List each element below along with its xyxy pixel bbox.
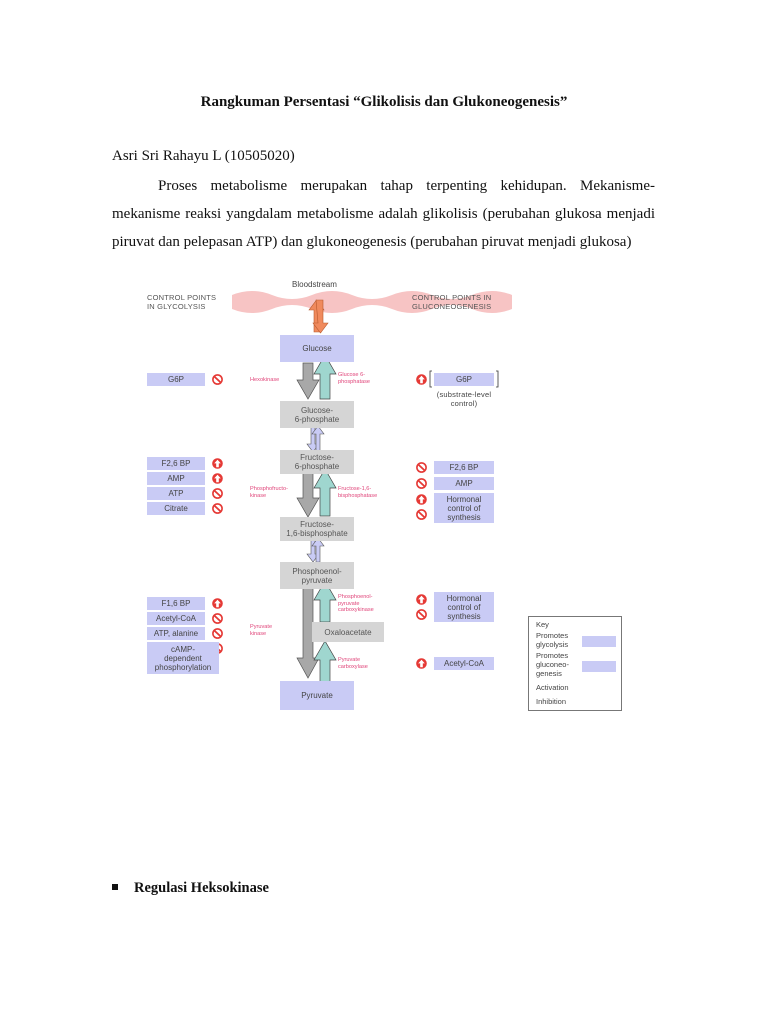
left-reg-acetylcoa: Acetyl-CoA — [147, 612, 205, 625]
isomerase-arrow-1b — [311, 425, 325, 453]
metabolite-pep: Phosphoenol-pyruvate — [280, 562, 354, 589]
glucose-transport-arrow-down — [312, 299, 329, 334]
metabolite-glucose: Glucose — [280, 335, 354, 362]
right-reg-f26bp: F2,6 BP — [434, 461, 494, 474]
arrow-f16bp-to-f6p — [313, 468, 337, 517]
inhibition-icon — [415, 508, 428, 520]
left-reg-f26bp: F2,6 BP — [147, 457, 205, 470]
header-line: GLUCONEOGENESIS — [412, 302, 492, 311]
bloodstream-band — [232, 291, 512, 313]
enzyme-pfk: Phosphofructo-kinase — [250, 486, 288, 499]
header-line: CONTROL POINTS IN — [412, 293, 492, 302]
key-activation: Activation — [536, 683, 569, 692]
isomerase-arrow-2b — [311, 537, 325, 563]
inhibition-icon — [415, 609, 428, 620]
left-reg-g6p: G6P — [147, 373, 205, 386]
key-title: Key — [536, 620, 549, 629]
arrow-pyruvate-to-oaa — [313, 640, 337, 683]
author-line: Asri Sri Rahayu L (10505020) — [112, 148, 295, 164]
arrow-oaa-to-pep — [313, 580, 337, 623]
bracket-left — [429, 370, 432, 388]
activation-icon — [212, 473, 223, 484]
bullet-label: Regulasi Heksokinase — [134, 880, 269, 896]
inhibition-icon — [415, 477, 428, 490]
header-line: IN GLYCOLYSIS — [147, 302, 206, 311]
glycolysis-gluconeogenesis-diagram: Bloodstream CONTROL POINTS IN GLYCOLYSIS… — [140, 276, 640, 716]
enzyme-g6pase: Glucose 6-phosphatase — [338, 372, 371, 385]
bullet-item: Regulasi Heksokinase — [112, 880, 269, 897]
enzyme-fbpase: Fructose-1,6-bisphosphatase — [338, 486, 378, 499]
left-reg-amp: AMP — [147, 472, 205, 485]
key-glycolysis-swatch — [582, 636, 616, 647]
inhibition-icon — [211, 613, 224, 624]
activation-icon — [212, 598, 223, 609]
left-reg-atp: ATP — [147, 487, 205, 500]
inhibition-icon — [211, 487, 224, 500]
metabolite-f6p: Fructose-6-phosphate — [280, 450, 354, 474]
activation-icon — [416, 594, 427, 605]
key-inhibition: Inhibition — [536, 697, 567, 706]
right-reg-g6p: G6P — [434, 373, 494, 386]
inhibition-icon — [415, 461, 428, 474]
bracket-right — [496, 370, 499, 388]
enzyme-hexokinase: Hexokinase — [250, 377, 280, 383]
inhibition-icon — [211, 628, 224, 639]
left-reg-atp-alanine: ATP, alanine — [147, 627, 205, 640]
inhibition-icon — [211, 373, 224, 386]
header-line: CONTROL POINTS — [147, 293, 217, 302]
document-title: Rangkuman Persentasi “Glikolisis dan Glu… — [200, 94, 568, 110]
arrow-f6p-to-f16bp — [296, 470, 320, 518]
right-reg-amp: AMP — [434, 477, 494, 490]
metabolite-oxaloacetate: Oxaloacetate — [312, 622, 384, 642]
activation-icon — [416, 374, 427, 385]
metabolite-pyruvate: Pyruvate — [280, 681, 354, 710]
metabolite-f16bp: Fructose-1,6-bisphosphate — [280, 517, 354, 541]
metabolite-g6p: Glucose-6-phosphate — [280, 401, 354, 428]
glycolysis-control-header: CONTROL POINTS IN GLYCOLYSIS — [147, 293, 216, 311]
intro-paragraph: Proses metabolisme merupakan tahap terpe… — [112, 178, 655, 250]
bloodstream-label: Bloodstream — [292, 280, 337, 289]
activation-icon — [416, 658, 427, 669]
arrow-pep-to-pyruvate — [296, 587, 320, 679]
left-reg-citrate: Citrate — [147, 502, 205, 515]
activation-icon — [212, 458, 223, 469]
arrow-glucose-to-g6p — [296, 362, 320, 400]
activation-icon — [416, 494, 427, 505]
right-reg-acetylcoa: Acetyl-CoA — [434, 657, 494, 670]
arrow-g6p-to-glucose — [313, 354, 337, 400]
left-reg-f16bp: F1,6 BP — [147, 597, 205, 610]
bullet-square-icon — [112, 883, 118, 890]
inhibition-icon — [211, 502, 224, 514]
gluconeogenesis-control-header: CONTROL POINTS IN GLUCONEOGENESIS — [412, 293, 491, 311]
key-gluconeogenesis-swatch — [582, 661, 616, 672]
